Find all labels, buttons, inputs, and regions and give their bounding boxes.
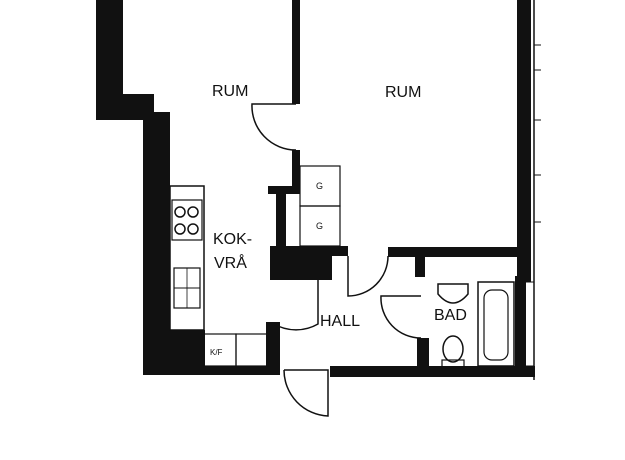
bathroom-fixtures — [437, 281, 535, 369]
stove — [171, 199, 203, 241]
wall-right — [517, 0, 531, 282]
bath-side-strip — [523, 281, 535, 367]
door-hall-top-arc — [347, 255, 389, 297]
wall-bottom-right — [330, 366, 535, 377]
door-hall-left-arc — [273, 280, 319, 331]
wall-rooms-divider-upper — [292, 0, 300, 104]
wall-closet-bottom — [300, 246, 348, 256]
exterior-walls — [96, 0, 535, 380]
closet-bottom-label: G — [316, 221, 323, 231]
kitchen-counter — [169, 185, 205, 331]
doors — [251, 103, 422, 417]
wall-kitchen-bottom-stub — [266, 322, 280, 368]
room-label-kok-line1: KOK- — [213, 231, 252, 248]
burner-icon — [187, 223, 199, 235]
interior-walls — [266, 0, 525, 376]
wall-rooms-divider-lower — [292, 150, 300, 190]
closet-bottom — [299, 205, 341, 247]
toilet-tank — [441, 359, 465, 369]
room-label-rum-left: RUM — [212, 83, 248, 100]
wall-right-bath — [515, 276, 526, 376]
room-label-kok-line2: VRÅ — [214, 253, 247, 272]
room-label-hall: HALL — [320, 313, 360, 330]
burner-icon — [174, 206, 186, 218]
room-labels: RUM RUM KOK- VRÅ HALL BAD — [212, 83, 467, 330]
burner-icon — [174, 223, 186, 235]
door-rum-arc — [251, 103, 297, 151]
room-label-rum-right: RUM — [385, 84, 421, 101]
wall-left-upper — [96, 0, 123, 96]
room-label-bad: BAD — [434, 307, 467, 324]
closets: G G — [299, 165, 341, 247]
counter-extension — [235, 333, 269, 367]
door-bath-arc — [380, 295, 422, 339]
wall-bottom-left — [143, 366, 280, 375]
wall-bath-left-lower — [417, 338, 429, 376]
wall-closet-side — [276, 186, 286, 248]
door-entrance-arc — [283, 369, 329, 417]
bathtub-inner — [483, 289, 509, 361]
right-wall-ticks — [534, 44, 541, 223]
bathtub — [477, 281, 515, 367]
kitchen-fixtures: K/F — [169, 185, 269, 367]
closet-top-label: G — [316, 181, 323, 191]
toilet-bowl — [442, 335, 464, 363]
burner-icon — [187, 206, 199, 218]
wall-bath-left-upper — [415, 247, 425, 277]
wall-hall-bath-upper — [388, 247, 525, 257]
fridge-freezer-label: K/F — [210, 348, 223, 357]
washbasin — [437, 283, 469, 304]
